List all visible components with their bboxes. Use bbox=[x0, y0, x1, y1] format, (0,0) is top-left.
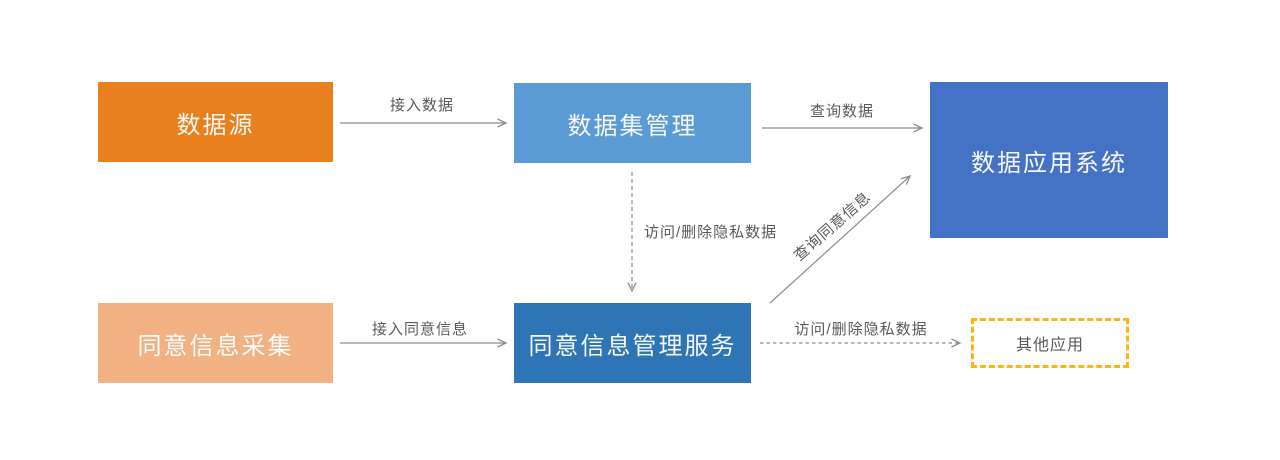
edge-label-access-data: 接入数据 bbox=[389, 97, 454, 114]
edge-label-access-delete-private-data-down: 访问/删除隐私数据 bbox=[644, 224, 778, 241]
node-other-applications: 其他应用 bbox=[971, 318, 1129, 368]
node-data-source: 数据源 bbox=[98, 82, 333, 162]
node-consent-info-management-service: 同意信息管理服务 bbox=[514, 303, 751, 383]
node-dataset-management: 数据集管理 bbox=[514, 83, 751, 163]
edge-label-query-consent-info: 查询同意信息 bbox=[790, 188, 875, 265]
edge-label-access-delete-private-data-right: 访问/删除隐私数据 bbox=[794, 321, 928, 338]
edge-label-query-data: 查询数据 bbox=[809, 103, 874, 120]
node-consent-info-collection: 同意信息采集 bbox=[98, 303, 333, 383]
connector-query-consent-info bbox=[769, 174, 912, 304]
node-data-application-system: 数据应用系统 bbox=[930, 82, 1168, 238]
edge-label-access-consent-info: 接入同意信息 bbox=[371, 321, 468, 338]
